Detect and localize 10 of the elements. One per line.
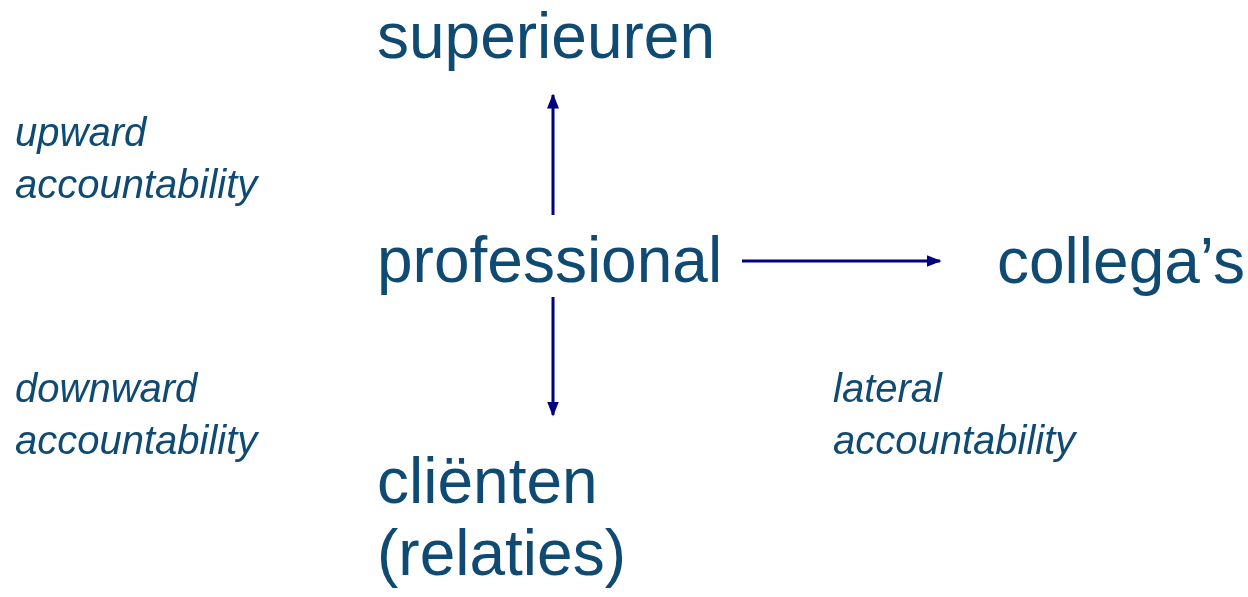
node-label: professional xyxy=(377,224,723,296)
node-label: collega’s xyxy=(997,225,1245,297)
node-label: superieuren xyxy=(377,0,715,72)
accountability-label: downward accountability xyxy=(15,365,260,464)
accountability-label: lateral accountability xyxy=(833,365,1078,464)
arrow xyxy=(742,255,942,267)
arrow xyxy=(547,93,559,215)
arrow xyxy=(547,297,559,417)
node-label: cliënten (relaties) xyxy=(377,445,627,589)
accountability-label: upward accountability xyxy=(15,109,260,208)
